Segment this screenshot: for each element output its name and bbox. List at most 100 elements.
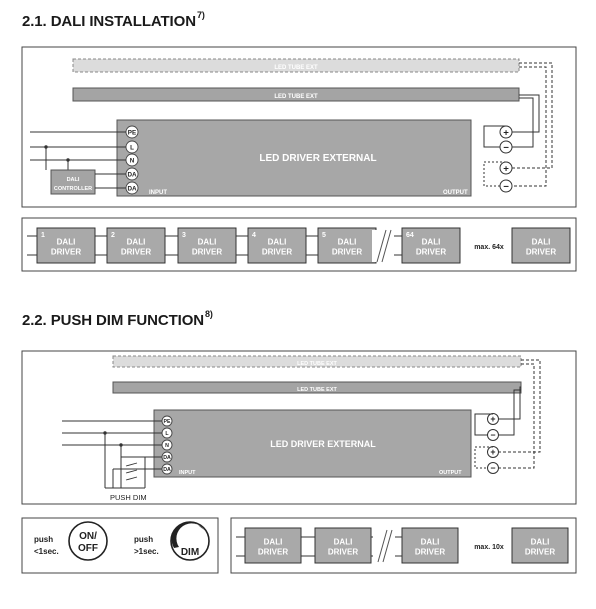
led-tube-ext-label: LED TUBE EXT <box>274 94 318 100</box>
chain1-driver-3-number: 3 <box>182 232 186 239</box>
section2-output-plus-label: + <box>490 414 495 424</box>
section2-footnote: 8) <box>205 309 213 319</box>
chain2-driver-1-label-top: DALI <box>264 538 283 547</box>
chain1-driver-1 <box>36 227 96 264</box>
chain1-driver-6-label-bottom: DRIVER <box>416 248 446 257</box>
section2-output-bracket <box>474 413 493 436</box>
push-long-label-top: push <box>134 535 153 544</box>
chain1-driver-4-label-top: DALI <box>268 238 287 247</box>
section1-terminal-da-2-label: DA <box>127 185 137 192</box>
section2-terminal-da-label: DA <box>163 455 171 461</box>
tube-dashed-wire-minus <box>512 66 547 187</box>
chain1-break-slash-1 <box>376 229 387 263</box>
section1-terminal-l-label: L <box>130 144 134 151</box>
section2-output2-bracket <box>474 446 493 469</box>
led-driver-label: LED DRIVER EXTERNAL <box>259 153 376 164</box>
section2-terminal-pe-label: PE <box>163 419 171 425</box>
chain2-driver-1-label-bottom: DRIVER <box>258 548 288 557</box>
chain2-driver-3 <box>401 527 459 564</box>
section1-terminal-n-label: N <box>130 157 135 164</box>
section2-tube-wire-minus <box>499 389 521 436</box>
chain2-driver-max-label-bottom: DRIVER <box>525 548 555 557</box>
onoff-label-top: ON/ <box>79 531 97 542</box>
chain1-driver-4 <box>247 227 307 264</box>
dim-label: DIM <box>181 547 199 558</box>
chain1-driver-2-label-bottom: DRIVER <box>121 248 151 257</box>
section1-terminal-da-label: DA <box>127 171 137 178</box>
tube-wire-minus <box>512 97 534 148</box>
chain1-driver-6-label-top: DALI <box>422 238 441 247</box>
section2-heading: 2.2. PUSH DIM FUNCTION8) <box>22 309 213 329</box>
section1-output-minus-label: − <box>503 142 509 153</box>
chain1-driver-5-label-bottom: DRIVER <box>332 248 362 257</box>
tube-wire-plus <box>512 94 540 133</box>
chain2-driver-2-label-bottom: DRIVER <box>328 548 358 557</box>
section2-output-minus-label: − <box>490 430 495 440</box>
section2-led-driver-input-label: INPUT <box>179 470 196 476</box>
section2-terminal-l-label: L <box>165 431 169 437</box>
section1-output2-minus-label: − <box>503 181 509 192</box>
chain1-max-label: max. 64x <box>474 244 504 251</box>
led-driver-output-label: OUTPUT <box>443 190 468 196</box>
output2-bracket <box>483 161 506 187</box>
led-driver-input-label: INPUT <box>149 190 167 196</box>
section1-number: 2.1. <box>22 13 47 30</box>
push-short-label-bottom: <1sec. <box>34 547 59 556</box>
dim-button-icon <box>170 521 210 561</box>
section2-led-tube-ext-dashed-label: LED TUBE EXT <box>297 361 337 367</box>
section2-frame <box>21 350 577 505</box>
chain1-driver-5 <box>317 227 377 264</box>
chain2-driver-3-label-bottom: DRIVER <box>415 548 445 557</box>
tube-dashed-wire-plus <box>512 62 553 169</box>
section2-tube-wire-plus <box>499 386 521 420</box>
section1-output2-plus-label: + <box>503 163 509 174</box>
chain1-frame <box>21 217 577 272</box>
dim-arc-icon <box>171 522 204 548</box>
chain2-frame <box>230 517 577 574</box>
chain1-driver-2 <box>106 227 166 264</box>
dali-controller <box>50 169 96 195</box>
chain1-break-slash-2 <box>381 229 392 263</box>
led-tube-ext-dashed-label: LED TUBE EXT <box>274 65 318 71</box>
push-switch-contact-3 <box>125 476 138 481</box>
section1-footnote: 7) <box>196 10 205 20</box>
chain1-driver-3-label-top: DALI <box>198 238 217 247</box>
chain1-driver-max-label-top: DALI <box>532 238 551 247</box>
chain2-driver-max <box>511 527 569 564</box>
section2-terminal-da-2-label: DA <box>163 467 171 473</box>
dali-controller-label-bottom: CONTROLLER <box>54 186 92 192</box>
section2-terminal-n-label: N <box>165 443 169 449</box>
push-switch-contact-1 <box>125 462 138 467</box>
section2-output2-minus-label: − <box>490 463 495 473</box>
chain1-driver-5-number: 5 <box>322 232 326 239</box>
chain2-driver-max-label-top: DALI <box>531 538 550 547</box>
chain2-break-slash-1 <box>377 529 388 563</box>
dali-controller-label-top: DALI <box>67 177 80 183</box>
chain2-break-slash-2 <box>382 529 393 563</box>
chain1-driver-3 <box>177 227 237 264</box>
section2-title: PUSH DIM FUNCTION <box>50 312 204 329</box>
section2-led-driver-output-label: OUTPUT <box>439 470 462 476</box>
push-instructions-frame <box>21 517 219 574</box>
chain1-driver-2-number: 2 <box>111 232 115 239</box>
section2-led-tube-ext-dashed <box>112 355 522 368</box>
output-bracket <box>483 125 506 148</box>
led-tube-ext-dashed <box>72 58 520 73</box>
chain1-driver-1-number: 1 <box>41 232 45 239</box>
section2-output2-plus-label: + <box>490 447 495 457</box>
chain1-driver-1-label-top: DALI <box>57 238 76 247</box>
chain1-driver-4-number: 4 <box>252 232 256 239</box>
section2-tube-dashed-wire-minus <box>499 363 535 469</box>
onoff-label-bottom: OFF <box>78 543 98 554</box>
chain1-driver-1-label-bottom: DRIVER <box>51 248 81 257</box>
chain2-driver-1 <box>244 527 302 564</box>
chain2-max-label: max. 10x <box>474 544 504 551</box>
chain2-driver-3-label-top: DALI <box>421 538 440 547</box>
chain1-driver-max-label-bottom: DRIVER <box>526 248 556 257</box>
section2-number: 2.2. <box>22 312 47 329</box>
chain1-driver-3-label-bottom: DRIVER <box>192 248 222 257</box>
chain1-driver-6 <box>401 227 461 264</box>
section2-tube-dashed-wire-plus <box>499 359 541 453</box>
chain2-driver-2 <box>314 527 372 564</box>
